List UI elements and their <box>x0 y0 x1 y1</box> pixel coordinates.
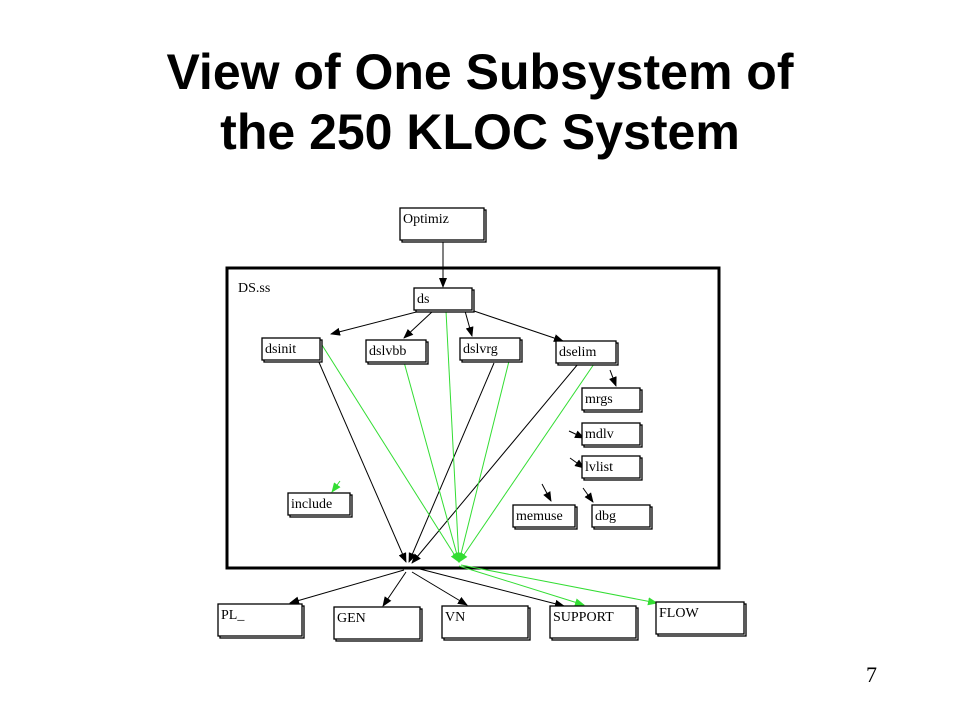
edge-hub-to-gen <box>382 571 407 607</box>
slide-title-line-2: the 250 KLOC System <box>220 104 740 160</box>
node-memuse-label: memuse <box>516 509 563 524</box>
stub-arrows <box>331 369 617 503</box>
node-dslvbb-box <box>365 339 427 363</box>
node-pl-label: PL_ <box>221 608 245 623</box>
page-number: 7 <box>866 662 877 687</box>
slide-title-line-1: View of One Subsystem of <box>166 44 794 100</box>
node-optimiz-label: Optimiz <box>403 212 449 227</box>
node-flow-box <box>655 601 745 635</box>
edge-ds-to-dselim <box>473 310 564 342</box>
stub-arrow-dbg <box>582 487 594 503</box>
node-support-label: SUPPORT <box>553 610 614 625</box>
node-mdlv-box <box>581 422 641 446</box>
node-dsinit-label: dsinit <box>265 342 296 357</box>
edge-dslvbb-to-green-hub <box>403 361 461 563</box>
edges-layer <box>289 240 658 608</box>
node-lvlist-box <box>581 455 641 479</box>
node-dslvbb: dslvbb <box>365 339 429 365</box>
node-mrgs-box <box>581 387 641 411</box>
node-dselim: dselim <box>555 340 619 366</box>
edge-green_hub-to-flow <box>460 564 658 606</box>
edge-dslvrg-to-hub <box>408 362 495 563</box>
edge-green_hub-to-support <box>458 565 585 607</box>
node-dselim-label: dselim <box>559 345 596 360</box>
node-optimiz-box <box>399 207 485 241</box>
container-dsss: DS.ss <box>225 266 721 570</box>
edge-ds-to-dslvbb <box>403 310 434 339</box>
node-dslvbb-label: dslvbb <box>369 344 406 359</box>
node-dbg-box <box>591 504 651 528</box>
node-dbg: dbg <box>591 504 653 530</box>
node-dsinit-box <box>261 337 321 361</box>
node-dslvrg-label: dslvrg <box>463 342 498 357</box>
node-ds: ds <box>413 287 475 313</box>
slide-title: View of One Subsystem of the 250 KLOC Sy… <box>0 42 960 162</box>
node-gen: GEN <box>333 606 423 642</box>
edge-hub-to-support <box>415 567 565 608</box>
edge-ds-to-green-hub <box>445 310 463 563</box>
edge-hub-to-pl <box>289 569 405 605</box>
node-vn-label: VN <box>445 610 465 625</box>
node-mrgs: mrgs <box>581 387 643 413</box>
node-pl: PL_ <box>217 603 305 639</box>
node-dsinit: dsinit <box>261 337 323 363</box>
edge-ds-to-dsinit <box>330 309 425 336</box>
node-mdlv: mdlv <box>581 422 643 448</box>
node-memuse: memuse <box>512 504 578 530</box>
node-memuse-box <box>512 504 576 528</box>
node-optimiz: Optimiz <box>399 207 487 243</box>
stub-arrow-include <box>331 480 341 493</box>
edge-dselim-to-hub <box>411 363 579 564</box>
node-mdlv-label: mdlv <box>585 427 614 442</box>
node-pl-box <box>217 603 303 637</box>
nodes-layer: Optimiz ds dsinit dslvbb dslvrg dselim mrgs mdl… <box>217 207 747 642</box>
node-include-label: include <box>291 497 332 512</box>
edge-dslvrg-to-green-hub <box>457 360 510 563</box>
node-dslvrg: dslvrg <box>459 337 523 363</box>
node-dbg-label: dbg <box>595 509 616 524</box>
node-include: include <box>287 492 353 518</box>
node-lvlist: lvlist <box>581 455 643 481</box>
node-dselim-box <box>555 340 617 364</box>
container-dsss-label: DS.ss <box>238 281 270 296</box>
edge-dsinit-to-hub <box>317 359 407 563</box>
node-support: SUPPORT <box>549 605 639 641</box>
node-gen-label: GEN <box>337 611 366 626</box>
node-flow: FLOW <box>655 601 747 637</box>
node-mrgs-label: mrgs <box>585 392 613 407</box>
node-ds-label: ds <box>417 292 429 307</box>
node-include-box <box>287 492 351 516</box>
stub-arrow-mrgs <box>609 369 617 387</box>
node-lvlist-label: lvlist <box>585 460 613 475</box>
stub-arrow-memuse <box>541 483 552 502</box>
node-vn-box <box>441 605 529 639</box>
node-ds-box <box>413 287 473 311</box>
edge-ds-to-dslvrg <box>464 310 474 337</box>
edge-dsinit-to-green-hub <box>321 344 460 563</box>
node-support-box <box>549 605 637 639</box>
node-vn: VN <box>441 605 531 641</box>
node-dslvrg-box <box>459 337 521 361</box>
node-flow-label: FLOW <box>659 606 699 621</box>
edge-dselim-to-green-hub <box>458 363 595 563</box>
edge-hub-to-vn <box>411 571 468 606</box>
node-gen-box <box>333 606 421 640</box>
